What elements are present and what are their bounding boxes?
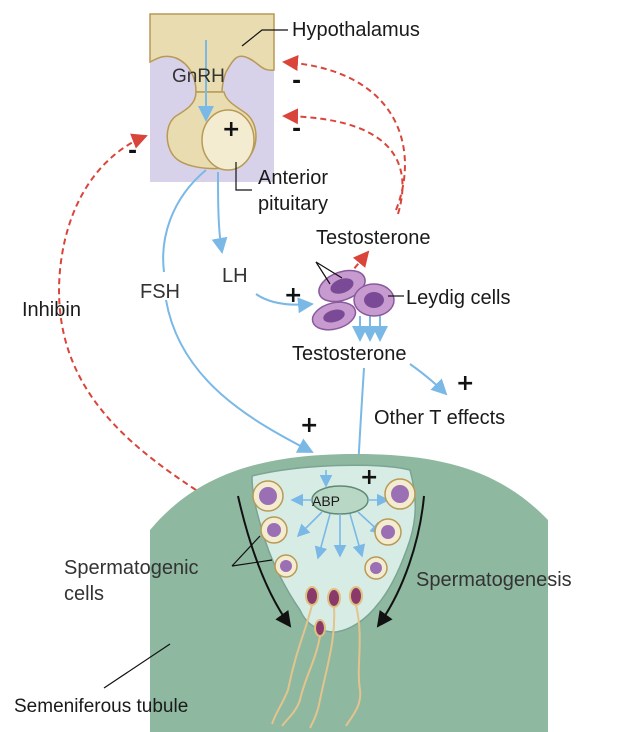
abp-arrow (314, 513, 331, 560)
sperm-cells (271, 586, 363, 729)
leydig-cells-label: Leydig cells (406, 287, 511, 309)
lh-arrow-upper (211, 171, 228, 254)
spermatogenesis-label: Spermatogenesis (416, 569, 572, 591)
spermatogenic-nucleus (370, 562, 382, 574)
plus-other-t-sign: + (456, 371, 474, 396)
anterior-pituitary-label-line1: Anterior (258, 167, 328, 189)
inhibin-label: Inhibin (22, 299, 81, 321)
sperm-tail (281, 635, 321, 727)
testosterone-to-hypothalamus-arrow (282, 54, 406, 211)
abp-label: ABP (312, 493, 340, 509)
plus-pituitary-sign: + (222, 117, 240, 142)
leydig-leader-2 (315, 261, 343, 279)
fsh-arrow-lower (165, 299, 314, 453)
sperm-head (327, 588, 341, 608)
spermatogenic-nucleus (259, 487, 277, 505)
spermatogenic-nucleus (381, 525, 395, 539)
minus-hypothalamus-lower-sign: - (292, 117, 301, 142)
pituitary-leader (235, 162, 252, 191)
hypothalamus-label: Hypothalamus (292, 19, 420, 41)
testosterone-to-pituitary-arrow (282, 108, 404, 215)
testosterone-mid-label: Testosterone (292, 343, 407, 365)
minus-left-sign: - (128, 139, 137, 164)
sperm-tail (345, 604, 362, 727)
sperm-tail (271, 604, 313, 725)
sperm-tail (309, 606, 336, 729)
plus-lh-sign: + (284, 283, 302, 308)
seminiferous-tubule-label: Semeniferous tubule (14, 696, 188, 717)
lh-label: LH (222, 265, 248, 287)
hypothalamus-leader (241, 29, 288, 47)
other-t-effects-arrow (409, 363, 448, 396)
spermatogenic-label-line2: cells (64, 583, 104, 605)
tubule-leader (103, 643, 171, 689)
inhibin-feedback-arrow (58, 133, 197, 491)
lh-to-leydig-arrow (255, 293, 314, 314)
spermatogenic-label-line1: Spermatogenic (64, 557, 199, 579)
hypothalamus-pituitary-panel (149, 13, 275, 182)
spermatogenic-nucleus (280, 560, 292, 572)
testosterone-top-label: Testosterone (316, 227, 431, 249)
spermatogenesis-arrow-right (376, 495, 425, 628)
spermatogenic-cells (252, 478, 416, 580)
plus-tubule-sign: + (360, 465, 378, 490)
spermatogenic-leader-2 (231, 559, 273, 567)
abp-arrow (296, 511, 323, 538)
anterior-pituitary-label-line2: pituitary (258, 193, 328, 215)
minus-hypothalamus-upper-sign: - (292, 69, 301, 94)
spermatogenic-nucleus (391, 485, 409, 503)
leydig-nucleus (323, 309, 345, 323)
anterior-pituitary-shape (201, 109, 255, 171)
fsh-label: FSH (140, 281, 180, 303)
plus-fsh-sign: + (300, 413, 318, 438)
sperm-head (349, 586, 363, 606)
abp-arrow (349, 513, 366, 558)
leydig-leader-1 (315, 261, 331, 285)
leydig-cells (311, 269, 395, 331)
spermatogenic-nucleus (267, 523, 281, 537)
leydig-nucleus (364, 292, 384, 308)
spermatogenesis-arrow-left (237, 495, 292, 628)
fsh-arrow-upper (162, 169, 207, 273)
gnrh-label: GnRH (172, 66, 225, 87)
leydig-nucleus (330, 278, 354, 294)
hypothalamus-shape (149, 13, 275, 93)
spermatogenic-leader-1 (231, 535, 261, 567)
sperm-head (305, 586, 319, 606)
other-t-effects-label: Other T effects (374, 407, 505, 429)
sperm-head (314, 619, 326, 637)
